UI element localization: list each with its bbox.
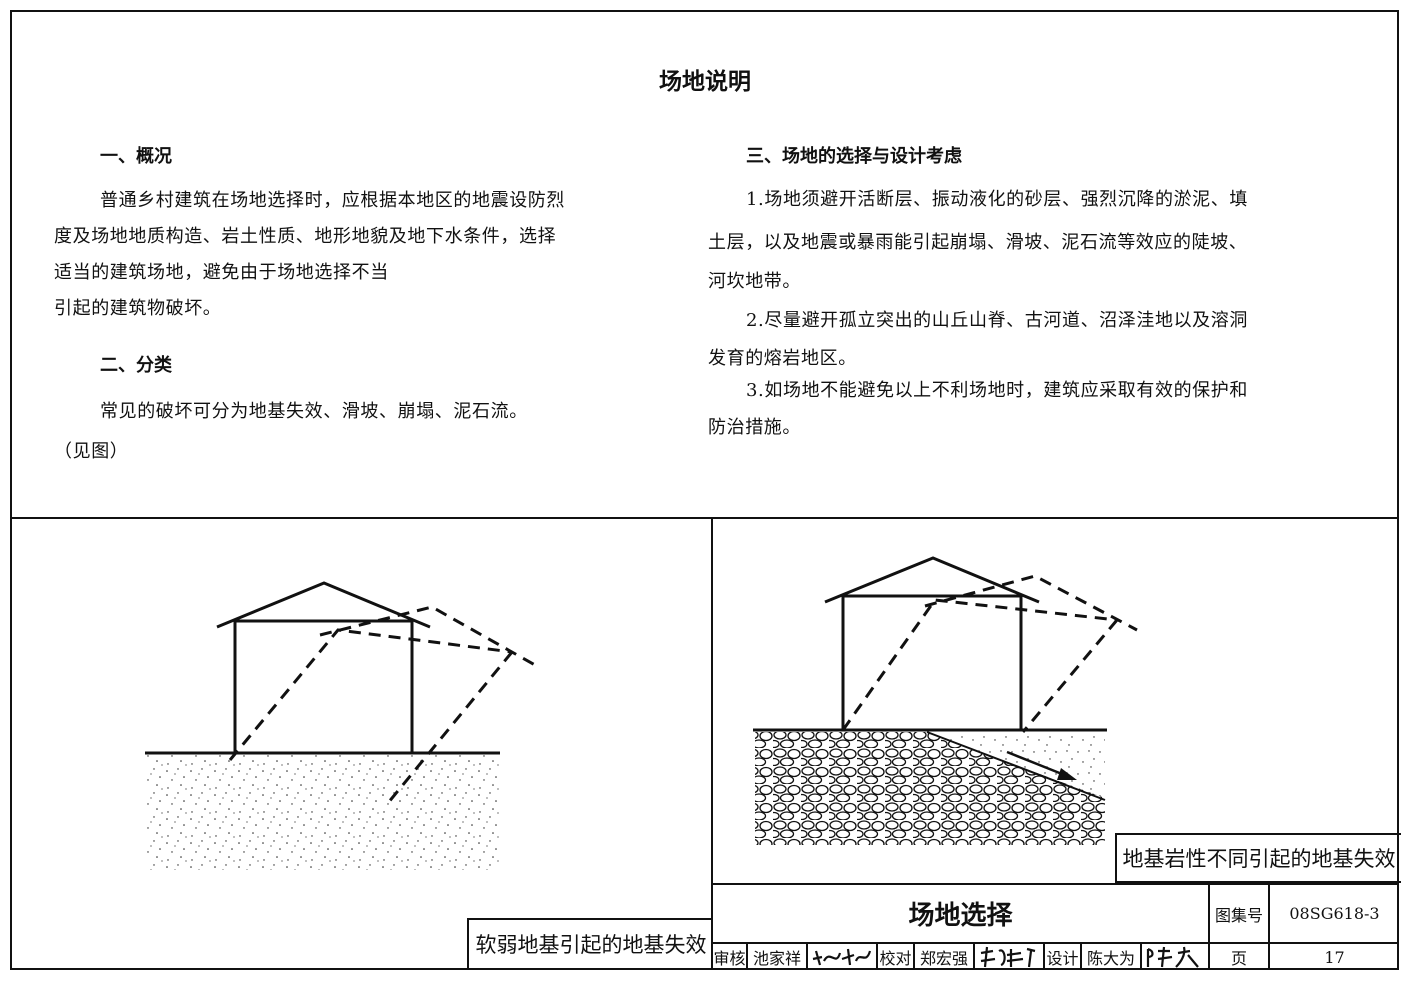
right-figure-caption: 地基岩性不同引起的地基失效 [1115, 833, 1401, 883]
section-3-line: 3.如场地不能避免以上不利场地时，建筑应采取有效的保护和 [746, 380, 1248, 401]
titleblock-divider [1268, 883, 1270, 970]
row-divider [746, 942, 748, 970]
page-number: 17 [1324, 947, 1345, 967]
review-name: 池家祥 [752, 949, 801, 968]
section-1-line: 引起的建筑物破坏。 [54, 298, 222, 319]
section-1-heading: 一、概况 [100, 146, 172, 167]
rock-foundation-figure [753, 556, 1138, 845]
soft-foundation-figure [145, 581, 536, 870]
check-name: 郑宏强 [919, 949, 968, 968]
row-divider [973, 942, 975, 970]
titleblock-middle-border [711, 942, 1399, 944]
section-1-line: 普通乡村建筑在场地选择时，应根据本地区的地震设防烈 [100, 190, 565, 211]
section-3-line: 河坎地带。 [708, 271, 801, 292]
row-divider [806, 942, 808, 970]
section-2-heading: 二、分类 [100, 355, 172, 376]
check-signature [980, 946, 1036, 968]
section-3-line: 1.场地须避开活断层、振动液化的砂层、强烈沉降的淤泥、填 [746, 189, 1248, 210]
left-figure-caption: 软弱地基引起的地基失效 [467, 918, 713, 970]
row-divider [876, 942, 878, 970]
design-label: 设计 [1046, 949, 1079, 968]
section-3-line: 2.尽量避开孤立突出的山丘山脊、古河道、沼泽洼地以及溶洞 [746, 310, 1248, 331]
divider-vertical [711, 517, 713, 970]
row-divider [1140, 942, 1142, 970]
row-divider [913, 942, 915, 970]
section-1-line: 适当的建筑场地，避免由于场地选择不当 [54, 262, 389, 283]
section-3-line: 发育的熔岩地区。 [708, 348, 857, 369]
atlas-number: 08SG618-3 [1289, 904, 1380, 923]
atlas-label: 图集号 [1214, 905, 1263, 925]
page-label: 页 [1230, 949, 1247, 968]
titleblock-top-border [711, 883, 1399, 885]
section-2-line: 常见的破坏可分为地基失效、滑坡、崩塌、泥石流。 [100, 401, 528, 422]
section-3-heading: 三、场地的选择与设计考虑 [746, 146, 962, 167]
review-label: 审核 [713, 949, 746, 968]
drawing-title: 场地选择 [908, 901, 1013, 931]
section-3-line: 土层，以及地震或暴雨能引起崩塌、滑坡、泥石流等效应的陡坡、 [708, 232, 1248, 253]
section-1-line: 度及场地地质构造、岩土性质、地形地貌及地下水条件，选择 [54, 226, 557, 247]
design-signature [1146, 946, 1199, 968]
section-3-line: 防治措施。 [708, 417, 801, 438]
row-divider [1080, 942, 1082, 970]
divider-horizontal [10, 517, 1399, 519]
section-2-line: （见图） [54, 441, 129, 462]
check-label: 校对 [879, 949, 912, 968]
review-signature [812, 948, 872, 966]
page-title: 场地说明 [659, 69, 751, 95]
row-divider [1043, 942, 1045, 970]
titleblock-divider [1208, 883, 1210, 970]
design-name: 陈大为 [1086, 949, 1135, 968]
